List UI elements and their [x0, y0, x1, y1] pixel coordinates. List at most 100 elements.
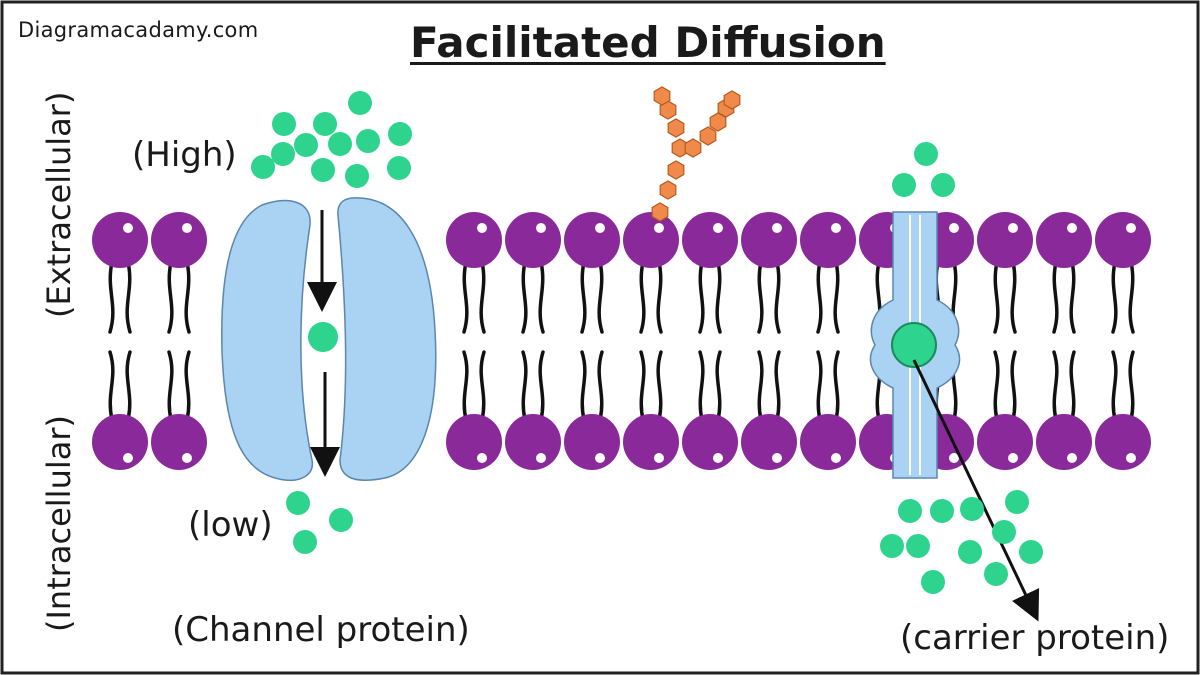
head-highlight [536, 223, 546, 233]
head-highlight [654, 223, 664, 233]
solute-molecule [387, 156, 411, 180]
head-highlight [123, 223, 133, 233]
phospholipid-tail [538, 350, 545, 422]
high-concentration-label: (High) [132, 135, 237, 175]
glycan-unit [723, 90, 741, 110]
phospholipid-tail [597, 260, 604, 334]
solute-molecule [898, 499, 922, 523]
phospholipid-tail [1010, 350, 1017, 422]
phospholipid-tail [715, 260, 722, 334]
solute-molecule [984, 562, 1008, 586]
phospholipid-tail [774, 350, 781, 422]
phospholipid-tail [521, 260, 528, 334]
head-highlight [182, 223, 192, 233]
phospholipid-tail [184, 350, 191, 422]
head-highlight [182, 453, 192, 463]
phospholipid-head [151, 414, 207, 470]
head-highlight [1067, 223, 1077, 233]
phospholipid-tail [1069, 260, 1076, 334]
glycan-unit [659, 180, 677, 200]
phospholipid-tail [462, 260, 469, 334]
phospholipid-tail [816, 350, 823, 422]
phospholipid-head [977, 414, 1033, 470]
phospholipid-tail [993, 350, 1000, 422]
phospholipid-tail [538, 260, 545, 334]
solute-molecule [1005, 490, 1029, 514]
phospholipid-tail [125, 260, 132, 334]
glycan-unit [653, 86, 671, 106]
head-highlight [713, 223, 723, 233]
solute-molecule [992, 520, 1016, 544]
intracellular-label: (Intracellular) [40, 415, 78, 632]
phospholipid-tail [108, 260, 115, 334]
phospholipid-head [446, 414, 502, 470]
phospholipid-head [800, 212, 856, 268]
phospholipid-head [564, 414, 620, 470]
phospholipid-tail [1052, 350, 1059, 422]
solute-molecule [286, 491, 310, 515]
solute-molecule [958, 540, 982, 564]
glycan-unit [699, 126, 717, 146]
phospholipid-head [1036, 414, 1092, 470]
phospholipid-tail [108, 350, 115, 422]
head-highlight [595, 223, 605, 233]
phospholipid-head [623, 212, 679, 268]
phospholipid-head [92, 212, 148, 268]
glycan-unit [667, 118, 685, 138]
channel-protein-left-half [221, 199, 314, 482]
phospholipid-bilayer [92, 212, 1151, 470]
solute-molecule [914, 142, 938, 166]
phospholipid-tail [167, 260, 174, 334]
solute-molecule [272, 112, 296, 136]
phospholipid-head [800, 414, 856, 470]
head-highlight [595, 453, 605, 463]
phospholipid-head [1095, 414, 1151, 470]
phospholipid-tail [774, 260, 781, 334]
carrier-bound-molecule [891, 322, 937, 368]
glycoprotein-chain [651, 86, 741, 222]
solute-molecule [930, 499, 954, 523]
phospholipid-tail [993, 260, 1000, 334]
solute-molecule [293, 530, 317, 554]
phospholipid-head [505, 414, 561, 470]
phospholipid-head [623, 414, 679, 470]
phospholipid-tail [1128, 260, 1135, 334]
head-highlight [831, 453, 841, 463]
glycan-unit [659, 100, 677, 120]
phospholipid-head [977, 212, 1033, 268]
low-concentration-label: (low) [188, 505, 273, 545]
phospholipid-head [1036, 212, 1092, 268]
phospholipid-tail [521, 350, 528, 422]
head-highlight [772, 453, 782, 463]
head-highlight [477, 223, 487, 233]
head-highlight [123, 453, 133, 463]
glycan-unit [651, 202, 669, 222]
head-highlight [536, 453, 546, 463]
diagram-title: Facilitated Diffusion [410, 18, 886, 67]
solute-molecule [294, 133, 318, 157]
head-highlight [477, 453, 487, 463]
head-highlight [1067, 453, 1077, 463]
solute-molecule [892, 173, 916, 197]
phospholipid-head [741, 414, 797, 470]
solute-molecule [388, 122, 412, 146]
head-highlight [949, 223, 959, 233]
phospholipid-tail [1111, 350, 1118, 422]
phospholipid-tail [698, 260, 705, 334]
phospholipid-tail [1010, 260, 1017, 334]
solute-molecule [345, 164, 369, 188]
solute-molecule [960, 497, 984, 521]
phospholipid-head [682, 212, 738, 268]
phospholipid-tail [656, 260, 663, 334]
carrier-pointer-arrow [912, 359, 1040, 622]
solute-molecule [328, 132, 352, 156]
carrier-protein-label: (carrier protein) [900, 618, 1170, 658]
phospholipid-tail [656, 350, 663, 422]
solute-molecule [880, 534, 904, 558]
head-highlight [772, 223, 782, 233]
head-highlight [1008, 453, 1018, 463]
carrier-protein [869, 211, 1040, 622]
solute-molecule [348, 91, 372, 115]
channel-protein [221, 197, 437, 482]
